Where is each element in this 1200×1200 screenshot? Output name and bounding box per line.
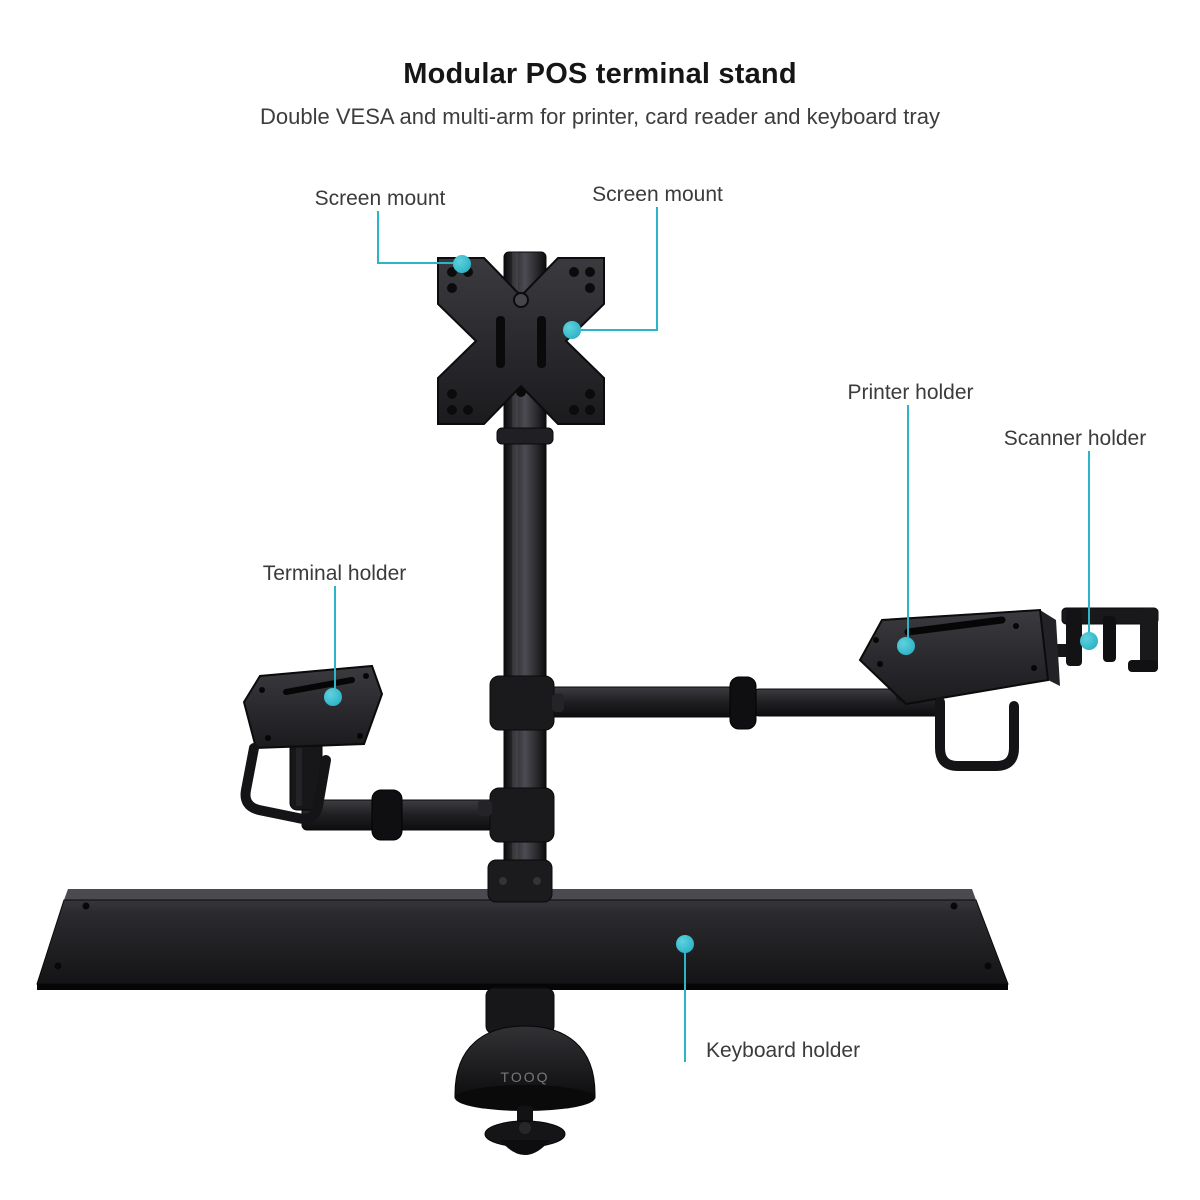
- label-printer-holder: Printer holder: [847, 381, 974, 404]
- page-subtitle: Double VESA and multi-arm for printer, c…: [260, 104, 940, 129]
- terminal-holder-holes: [259, 673, 369, 741]
- callout-dot-scanner-holder: [1080, 632, 1098, 650]
- callout-dot-keyboard-holder: [676, 935, 694, 953]
- center-pole: [496, 251, 554, 1043]
- keyboard-tray: [36, 889, 1009, 990]
- label-terminal-holder: Terminal holder: [262, 562, 407, 585]
- callout-line-printer-holder: [907, 405, 909, 638]
- label-screen-mount-left: Screen mount: [314, 187, 446, 210]
- callout-line-terminal-holder: [334, 586, 336, 689]
- callout-dot-screen-mount-right: [563, 321, 581, 339]
- page-title: Modular POS terminal stand: [403, 58, 797, 90]
- printer-holder-holes: [873, 623, 1037, 671]
- terminal-holder: [240, 664, 384, 824]
- callout-line-screen-mount-left-h: [377, 262, 455, 264]
- label-scanner-holder: Scanner holder: [1003, 427, 1147, 450]
- brand-text: TOOQ: [501, 1069, 550, 1085]
- callout-dot-terminal-holder: [324, 688, 342, 706]
- grommet-knob: [484, 1106, 566, 1155]
- callout-line-screen-mount-right: [656, 207, 658, 331]
- desk-clamp-base: TOOQ: [454, 1025, 596, 1111]
- callout-line-keyboard-holder: [684, 952, 686, 1062]
- printer-arm: [489, 644, 1072, 731]
- printer-holder-loop: [935, 697, 1019, 771]
- callout-line-screen-mount-left: [377, 211, 379, 264]
- tray-holes: [54, 902, 992, 970]
- callout-dot-screen-mount-left: [453, 255, 471, 273]
- tray-clamp: [485, 859, 555, 1035]
- scanner-holder: [1061, 607, 1159, 672]
- label-keyboard-holder: Keyboard holder: [706, 1039, 861, 1062]
- callout-line-screen-mount-right-h: [581, 329, 658, 331]
- label-screen-mount-right: Screen mount: [592, 183, 723, 206]
- callout-line-scanner-holder: [1088, 451, 1090, 633]
- terminal-holder-loop: [240, 743, 331, 824]
- printer-holder: [858, 608, 1060, 771]
- callout-dot-printer-holder: [897, 637, 915, 655]
